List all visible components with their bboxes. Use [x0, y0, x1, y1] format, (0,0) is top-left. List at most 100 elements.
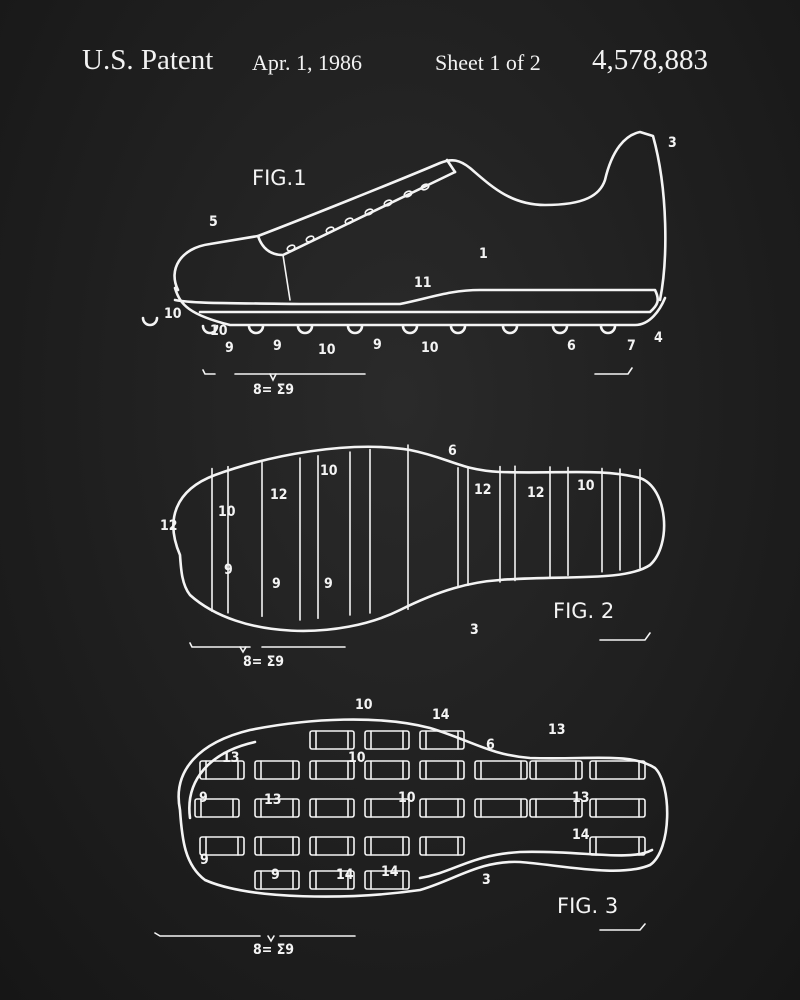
patent-header: U.S. Patent Apr. 1, 1986 Sheet 1 of 2 4,…: [82, 44, 708, 76]
sole-stud: [346, 324, 364, 335]
sole-ribs: [211, 444, 641, 621]
ref-label: 13: [548, 722, 566, 738]
sole-stud: [296, 324, 314, 335]
lace-eyelet: [420, 183, 430, 191]
cleat-bar: [254, 870, 300, 890]
cleat-bar: [474, 760, 528, 780]
ref-label: 3: [482, 872, 491, 888]
ref-label: 3: [470, 622, 479, 638]
cleat-bar: [364, 730, 410, 750]
ref-label: 9: [272, 576, 281, 592]
sole-outline: [172, 445, 666, 633]
sole-stud: [551, 324, 569, 335]
cleat-bar: [199, 760, 245, 780]
ref-label: 9: [324, 576, 333, 592]
lace-eyelet: [305, 235, 315, 243]
ref-label: 9: [271, 867, 280, 883]
ref-label: 10: [577, 478, 595, 494]
ref-label: 9: [225, 340, 234, 356]
cleat-bar: [199, 836, 245, 856]
sole-outline: [177, 718, 669, 898]
sole-cleat-bars: [194, 730, 646, 890]
ref-label: 10: [355, 697, 373, 713]
cleat-bar: [364, 870, 410, 890]
patent-title: U.S. Patent: [82, 44, 213, 76]
ref-label: 11: [414, 275, 432, 291]
cleat-bar: [254, 836, 300, 856]
patent-number: 4,578,883: [592, 44, 708, 76]
figure-3-sole-bottom: FIG. 3 10 14 6 13 13 10 9 13 10 13 14 9 …: [154, 697, 669, 958]
ref-label: 10: [164, 306, 182, 322]
figure-2-title: FIG. 2: [553, 599, 614, 623]
ref-label: 14: [336, 867, 354, 883]
figure-1-side-view: FIG.1 5 1 3 11 10 10 9 9 10 9 10 6 7 4 8…: [141, 130, 677, 398]
ref-label: 6: [448, 443, 457, 459]
ref-label: 10: [318, 342, 336, 358]
lace-eyelet: [286, 244, 296, 252]
ref-label: 13: [222, 750, 240, 766]
sole-stud: [449, 324, 467, 335]
figure-2-sole-plan: FIG. 2 6 10 12 12 10 9 9 9 12 12 10 3 8=…: [160, 443, 666, 670]
cleat-bar: [419, 730, 465, 750]
cleat-bar: [309, 798, 355, 818]
sole-stud: [599, 324, 617, 335]
sole-stud: [401, 324, 419, 335]
lace-eyelet: [344, 217, 354, 225]
ref-label: 12: [474, 482, 492, 498]
ref-label: 6: [567, 338, 576, 354]
formula-label: 8= Σ9: [253, 382, 294, 398]
ref-label: 12: [527, 485, 545, 501]
cleat-bar: [419, 760, 465, 780]
cleat-bar: [529, 798, 583, 818]
sole-studs: [141, 183, 617, 335]
cleat-bar: [309, 870, 355, 890]
cleat-bar: [254, 760, 300, 780]
cleat-bar: [254, 798, 300, 818]
ref-label: 9: [199, 790, 208, 806]
cleat-bar: [194, 798, 240, 818]
ref-label: 10: [320, 463, 338, 479]
cleat-bar: [364, 760, 410, 780]
lace-eyelet: [403, 190, 413, 198]
cleat-bar: [309, 836, 355, 856]
ref-label: 9: [224, 562, 233, 578]
formula-label: 8= Σ9: [243, 654, 284, 670]
cleat-bar: [589, 836, 646, 856]
ref-label: 9: [200, 852, 209, 868]
ref-label: 10: [348, 750, 366, 766]
ref-label: 9: [273, 338, 282, 354]
cleat-bar: [589, 798, 646, 818]
cleat-bar: [529, 760, 583, 780]
cleat-bar: [419, 836, 465, 856]
ref-label: 12: [160, 518, 178, 534]
sheet-number: Sheet 1 of 2: [435, 50, 541, 75]
cleat-bar: [364, 836, 410, 856]
ref-label: 10: [421, 340, 439, 356]
ref-label: 6: [486, 737, 495, 753]
cleat-bar: [474, 798, 528, 818]
ref-label: 4: [654, 330, 663, 346]
ref-label: 1: [479, 246, 488, 262]
patent-date: Apr. 1, 1986: [252, 50, 362, 75]
lace-eyelet: [325, 226, 335, 234]
lace-eyelet: [364, 208, 374, 216]
cleat-bar: [364, 798, 410, 818]
cleat-bar: [309, 760, 355, 780]
cleat-bar: [309, 730, 355, 750]
ref-label: 10: [398, 790, 416, 806]
cleat-bar: [419, 798, 465, 818]
sole-stud: [141, 316, 159, 327]
sole-stud: [201, 324, 219, 335]
ref-label: 12: [270, 487, 288, 503]
sole-stud: [247, 324, 265, 335]
figure-1-title: FIG.1: [252, 166, 307, 190]
ref-label: 9: [373, 337, 382, 353]
ref-label: 3: [668, 135, 677, 151]
figure-3-title: FIG. 3: [557, 894, 618, 918]
ref-label: 10: [218, 504, 236, 520]
ref-label: 14: [432, 707, 450, 723]
outsole: [173, 286, 667, 327]
cleat-bar: [589, 760, 646, 780]
